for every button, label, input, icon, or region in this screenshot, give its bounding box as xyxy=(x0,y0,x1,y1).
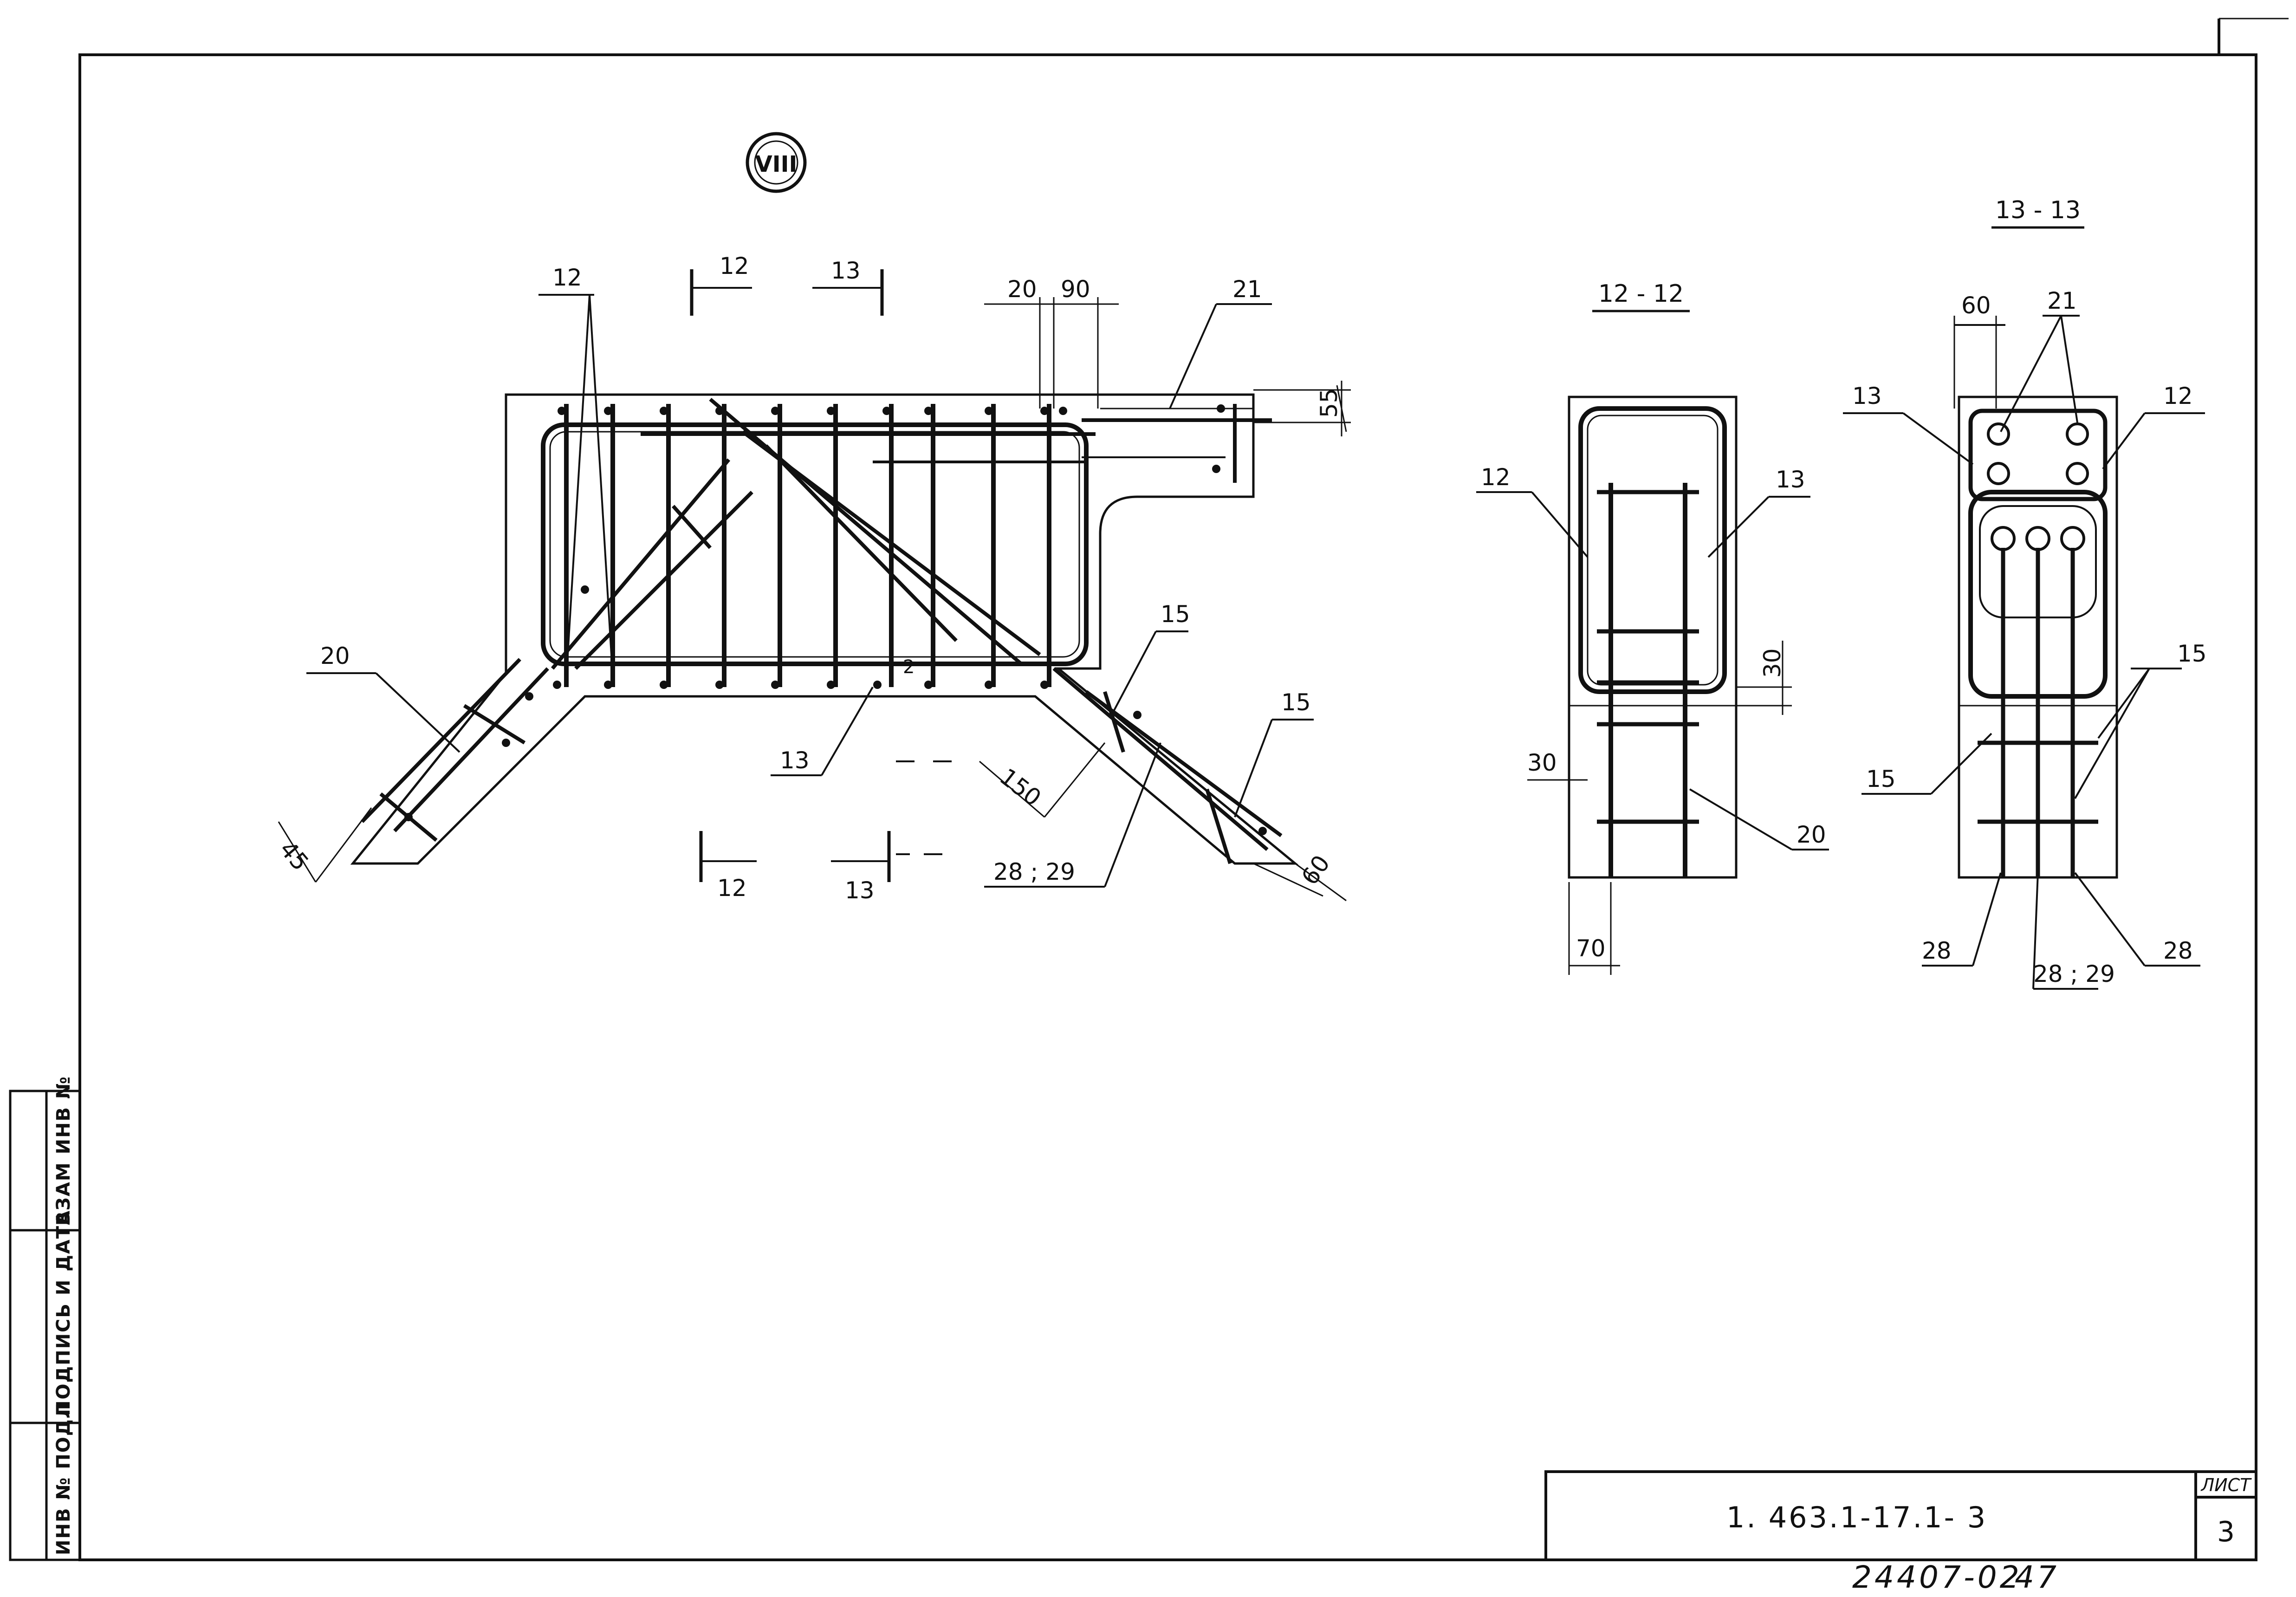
dim-20: 20 xyxy=(1007,276,1037,303)
cage xyxy=(541,422,1089,666)
concrete-outline xyxy=(350,393,1298,865)
section-12-12 xyxy=(1476,310,1829,975)
right-leg xyxy=(1052,667,1283,864)
label-pos-15a: 15 xyxy=(1161,601,1190,628)
sec12-dim-70: 70 xyxy=(1576,935,1606,962)
sec13-pos-15-left: 15 xyxy=(1866,766,1896,792)
section-13-title: 13 - 13 xyxy=(1995,196,2081,224)
stirrups xyxy=(564,404,1051,687)
archive-number: 24407-02 xyxy=(1852,1559,2022,1595)
section-12-outline xyxy=(1568,396,1738,879)
sec13-pos-12: 12 xyxy=(2163,383,2193,409)
sec13-pos-15-right: 15 xyxy=(2177,640,2207,667)
dimensions xyxy=(278,297,1351,902)
title-code: 1. 463.1-17.1- 3 xyxy=(1726,1500,1987,1534)
diagonal-bars xyxy=(551,397,1041,670)
page-number: 47 xyxy=(2015,1559,2059,1595)
section-13-13 xyxy=(1843,226,2205,990)
stamp-vzam-inv: ВЗАМ ИНВ № xyxy=(53,1076,74,1226)
sec13-pos-21: 21 xyxy=(2047,287,2077,314)
section-12-title: 12 - 12 xyxy=(1598,280,1684,308)
sec13-dim-60: 60 xyxy=(1961,292,1991,319)
sheet-number: 3 xyxy=(2217,1516,2235,1548)
label-pos-12: 12 xyxy=(552,264,582,291)
stamp-inv-podl: ИНВ № ПОДЛ xyxy=(53,1402,74,1555)
label-pos-13: 13 xyxy=(780,747,810,774)
label-cut-13-top: 13 xyxy=(831,257,861,284)
sec12-pos-20: 20 xyxy=(1797,821,1826,848)
sec12-pos-12: 12 xyxy=(1481,464,1511,491)
label-pos-28-29: 28 ; 29 xyxy=(993,858,1075,885)
label-cut-12-top: 12 xyxy=(720,253,749,279)
main-view xyxy=(278,132,1351,902)
title-block xyxy=(1544,1470,2257,1561)
label-pos-20: 20 xyxy=(320,643,350,669)
section-cuts xyxy=(690,269,952,882)
sec12-dim-30-right: 30 xyxy=(1759,648,1786,678)
view-mark: VIII xyxy=(755,151,798,177)
sec13-pos-28-29: 28 ; 29 xyxy=(2033,961,2115,987)
side-stamp xyxy=(9,1090,81,1561)
label-pos-15b: 15 xyxy=(1281,689,1311,716)
dim-90: 90 xyxy=(1061,276,1090,303)
sec13-pos-28-right: 28 xyxy=(2163,937,2193,964)
sec12-dim-30-left: 30 xyxy=(1527,749,1557,776)
dim-60-main: 60 xyxy=(1296,850,1335,889)
sec13-pos-13: 13 xyxy=(1852,383,1882,409)
rebar-dots xyxy=(404,404,1267,835)
sec12-pos-13: 13 xyxy=(1776,466,1805,493)
label-cut-13-bottom: 13 xyxy=(845,877,875,904)
view-mark-circle xyxy=(746,132,807,193)
sheet-label: ЛИСТ xyxy=(2200,1475,2252,1495)
label-stray: 2 xyxy=(903,656,915,678)
leaders xyxy=(306,294,1314,888)
dim-150: 150 xyxy=(995,763,1046,811)
label-cut-12-bottom: 12 xyxy=(717,875,747,902)
sheet-frame xyxy=(78,53,2257,1561)
dim-55: 55 xyxy=(1316,388,1343,418)
stamp-podpis-data: ПОДПИСЬ И ДАТА xyxy=(53,1210,74,1416)
sec13-pos-28-left: 28 xyxy=(1922,937,1952,964)
label-pos-21: 21 xyxy=(1232,276,1262,303)
